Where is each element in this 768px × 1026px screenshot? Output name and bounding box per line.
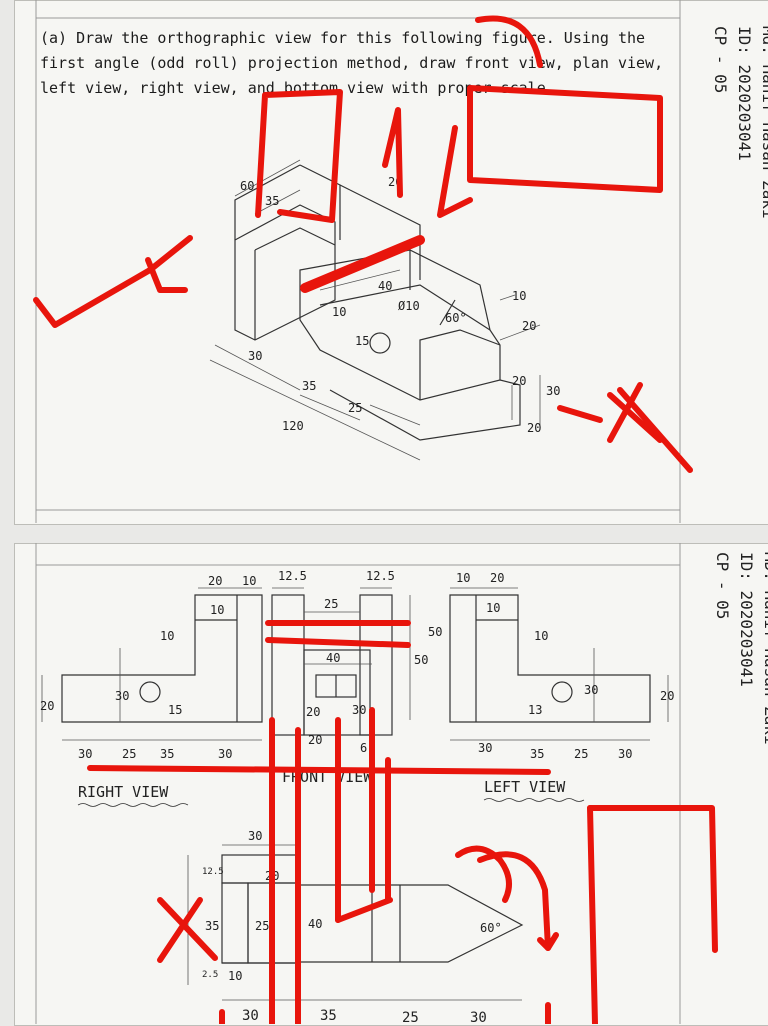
fv-dim-20: 20 — [306, 705, 320, 719]
rv-dim-10a: 10 — [242, 574, 256, 588]
lv-dim-30: 30 — [584, 683, 598, 697]
pv-dim-35: 35 — [320, 1008, 337, 1024]
left-view-label: LEFT VIEW — [484, 778, 566, 796]
rv-dim-15: 15 — [168, 703, 182, 717]
lv-dim-10a: 10 — [456, 571, 470, 585]
fv-dim-12-5a: 12.5 — [278, 569, 307, 583]
lv-dim-20a: 20 — [490, 571, 504, 585]
dim-30b: 30 — [546, 384, 560, 398]
right-view-dims — [41, 587, 262, 741]
lv-dim-30b: 30 — [478, 741, 492, 755]
rv-dim-30c: 30 — [218, 747, 232, 761]
fv-dim-30: 30 — [352, 703, 366, 717]
dim-60deg: 60° — [445, 311, 467, 325]
fv-dim-20b: 20 — [308, 733, 322, 747]
right-view-label: RIGHT VIEW — [78, 783, 169, 801]
dim-35: 35 — [265, 194, 279, 208]
red-marker-annotations — [33, 15, 718, 1024]
fv-dim-50b: 50 — [414, 653, 428, 667]
rv-dim-25: 25 — [122, 747, 136, 761]
dim-20c: 20 — [527, 421, 541, 435]
rv-dim-30b: 30 — [78, 747, 92, 761]
dim-10a: 10 — [332, 305, 346, 319]
rv-dim-10b: 10 — [210, 603, 224, 617]
dim-20b: 20 — [512, 374, 526, 388]
dim-15: 15 — [355, 334, 369, 348]
pv-dim-30c: 30 — [470, 1010, 487, 1024]
pv-dim-25: 25 — [255, 919, 269, 933]
pv-dim-10: 10 — [228, 969, 242, 983]
lv-dim-10b: 10 — [486, 601, 500, 615]
isometric-dimension-lines — [209, 159, 541, 461]
dim-20a: 20 — [522, 319, 536, 333]
pv-dim-40: 40 — [308, 917, 322, 931]
dim-10b: 10 — [512, 289, 526, 303]
right-view — [61, 594, 263, 723]
fv-dim-12-5b: 12.5 — [366, 569, 395, 583]
dim-25: 25 — [348, 401, 362, 415]
lv-dim-13: 13 — [528, 703, 542, 717]
pv-dim-60deg: 60° — [480, 921, 502, 935]
fv-dim-25: 25 — [324, 597, 338, 611]
fv-dim-6: 6 — [360, 741, 367, 755]
dim-phi10: Ø10 — [398, 299, 420, 313]
rv-dim-20b: 20 — [40, 699, 54, 713]
front-view — [271, 594, 393, 736]
dim-40: 40 — [378, 279, 392, 293]
front-view-dims — [272, 587, 411, 720]
dim-35b: 35 — [302, 379, 316, 393]
pv-dim-30b: 30 — [242, 1008, 259, 1024]
pv-dim-35: 35 — [205, 919, 219, 933]
dim-120: 120 — [282, 419, 304, 433]
rv-dim-10c: 10 — [160, 629, 174, 643]
fv-dim-40: 40 — [326, 651, 340, 665]
dim-30: 30 — [248, 349, 262, 363]
pv-dim-25b: 25 — [402, 1010, 419, 1024]
pv-dim-12-5: 12.5 — [202, 867, 224, 877]
rv-dim-30: 30 — [115, 689, 129, 703]
lv-dim-20b: 20 — [660, 689, 674, 703]
left-view — [449, 594, 651, 723]
isometric-figure — [234, 164, 521, 441]
lv-dim-25: 25 — [574, 747, 588, 761]
lv-dim-35: 35 — [530, 747, 544, 761]
question-text: (a) Draw the orthographic view for this … — [40, 29, 664, 97]
fv-dim-50a: 50 — [428, 625, 442, 639]
pv-dim-2-5: 2.5 — [202, 970, 218, 980]
left-view-dims — [450, 587, 669, 741]
lv-dim-30c: 30 — [618, 747, 632, 761]
lv-dim-10c: 10 — [534, 629, 548, 643]
question-sheet — [14, 0, 768, 525]
dim-60: 60 — [240, 179, 254, 193]
pv-dim-30: 30 — [248, 829, 262, 843]
rv-dim-35: 35 — [160, 747, 174, 761]
rv-dim-20: 20 — [208, 574, 222, 588]
